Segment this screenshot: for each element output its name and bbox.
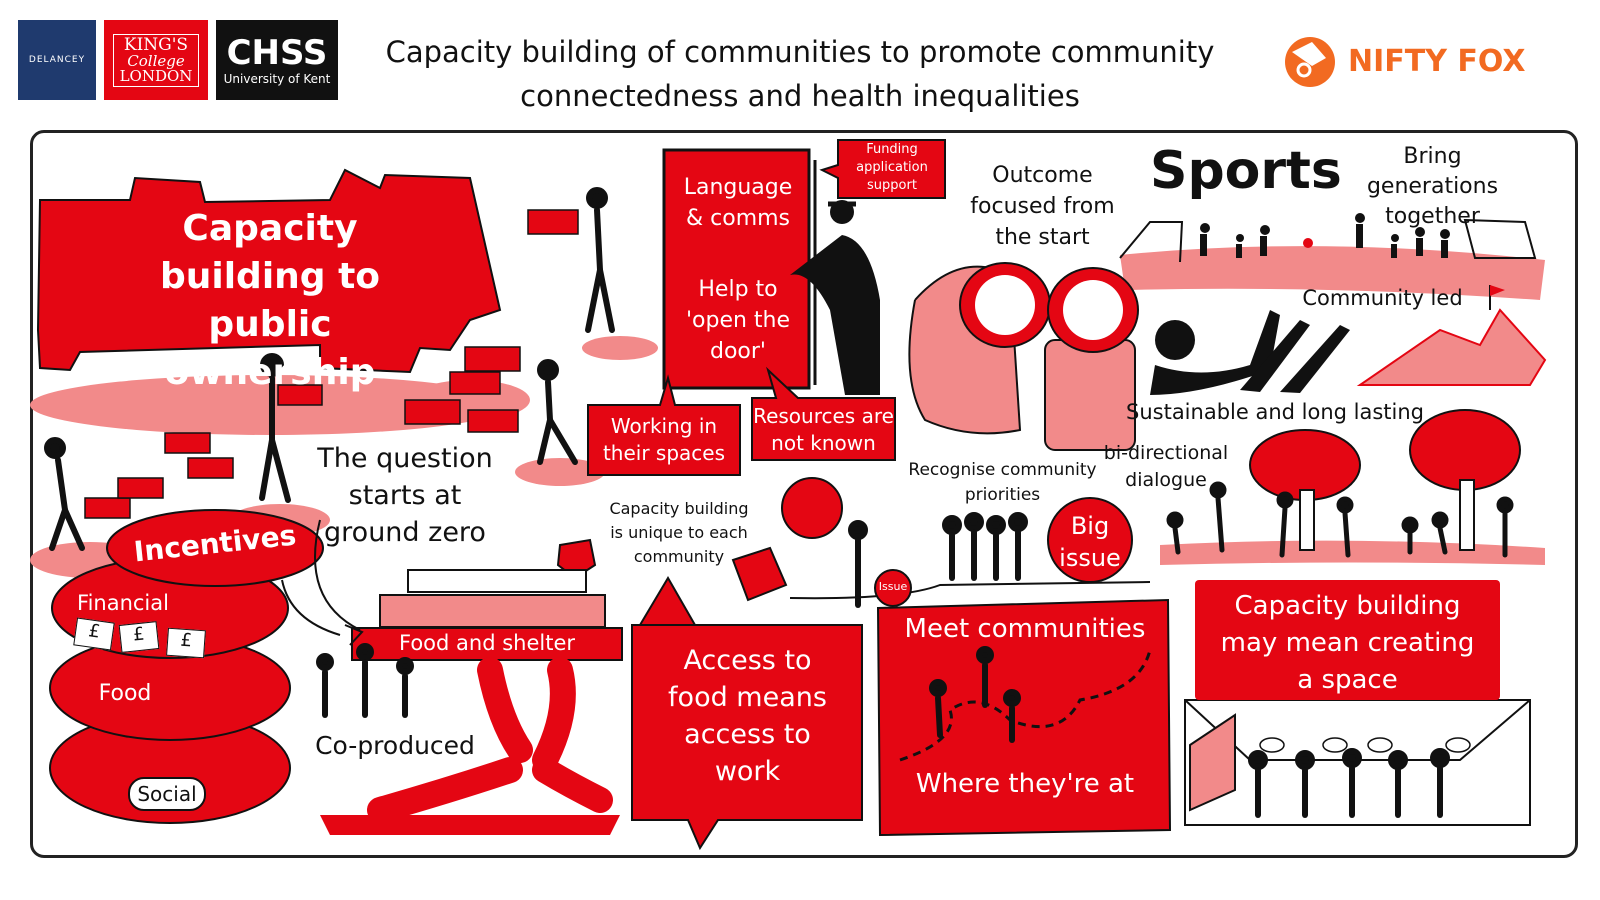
recognise-line-2: priorities bbox=[964, 485, 1041, 505]
outcome-line-1: Outcome bbox=[992, 163, 1093, 188]
pound-note: £ bbox=[166, 627, 206, 659]
unique-line-3: community bbox=[633, 547, 725, 566]
co-produced-label: Co-produced bbox=[315, 731, 475, 760]
illustration-frame bbox=[30, 130, 1578, 858]
bidirectional-line-2: dialogue bbox=[1125, 469, 1207, 491]
fox-icon bbox=[1285, 37, 1335, 87]
resources-bubble: Resources are not known bbox=[752, 403, 895, 457]
kings-college-logo: KING'S College LONDON bbox=[104, 20, 208, 100]
issue-label: Issue bbox=[878, 580, 908, 593]
access-bubble-text: Access to food means access to work bbox=[640, 642, 855, 790]
chss-logo-main: CHSS bbox=[226, 33, 328, 73]
big-issue-line-2: issue bbox=[1059, 544, 1121, 572]
resources-line-1: Resources are bbox=[753, 404, 894, 428]
access-line-3: access to bbox=[684, 719, 811, 750]
unique-line-1: Capacity building bbox=[609, 499, 749, 518]
where-label: Where they're at bbox=[915, 769, 1135, 799]
access-line-2: food means bbox=[668, 682, 827, 713]
title-line-1: Capacity building of communities to prom… bbox=[385, 35, 1215, 69]
space-line-2: may mean creating bbox=[1220, 628, 1475, 658]
recognise-text: Recognise community priorities bbox=[905, 458, 1100, 508]
kings-logo-line1: KING'S bbox=[123, 34, 189, 55]
kings-logo-line2: College bbox=[127, 51, 185, 70]
capacity-title-line-2: building to bbox=[159, 256, 381, 297]
resources-line-2: not known bbox=[771, 431, 876, 455]
chss-logo-sub: University of Kent bbox=[223, 72, 331, 86]
capacity-title-line-3: public ownership bbox=[164, 304, 376, 393]
door-top-line-1: Language bbox=[683, 175, 793, 200]
social-label: Social bbox=[128, 777, 206, 811]
working-line-2: their spaces bbox=[602, 441, 726, 465]
food-label: Food bbox=[98, 681, 152, 706]
working-bubble: Working in their spaces bbox=[590, 413, 738, 467]
pound-note: £ bbox=[73, 617, 115, 651]
space-line-1: Capacity building bbox=[1234, 591, 1461, 621]
nifty-fox-text: NIFTY FOX bbox=[1348, 44, 1526, 79]
bidirectional-line-1: bi-directional bbox=[1103, 442, 1229, 464]
question-line-2: starts at bbox=[348, 480, 462, 511]
generations-text: Bring generations together bbox=[1335, 142, 1530, 232]
big-issue-label: Big issue bbox=[1055, 510, 1125, 574]
sustainable-label: Sustainable and long lasting bbox=[1126, 400, 1424, 424]
delancey-logo-text: DELANCEY bbox=[28, 55, 86, 65]
access-line-1: Access to bbox=[683, 645, 812, 676]
unique-text: Capacity building is unique to each comm… bbox=[598, 497, 760, 569]
door-bottom-line-1: Help to bbox=[698, 277, 778, 302]
generations-line-1: Bring generations bbox=[1366, 144, 1499, 199]
question-line-1: The question bbox=[317, 443, 493, 474]
community-led-label: Community led bbox=[1302, 286, 1463, 310]
door-bottom-text: Help to 'open the door' bbox=[670, 274, 806, 367]
food-shelter-label: Food and shelter bbox=[398, 631, 575, 655]
space-text: Capacity building may mean creating a sp… bbox=[1200, 588, 1495, 699]
meet-communities-label: Meet communities bbox=[904, 614, 1146, 644]
funding-line-2: application bbox=[856, 160, 928, 175]
outcome-line-2: focused from bbox=[970, 194, 1115, 219]
outcome-line-3: the start bbox=[995, 225, 1090, 250]
outcome-text: Outcome focused from the start bbox=[960, 160, 1125, 253]
working-line-1: Working in bbox=[610, 414, 718, 438]
funding-bubble: Funding application support bbox=[840, 141, 944, 195]
door-bottom-line-2: 'open the bbox=[685, 308, 791, 333]
funding-line-1: Funding bbox=[866, 142, 918, 157]
kings-logo-line3: LONDON bbox=[119, 66, 193, 85]
sports-title: Sports bbox=[1150, 141, 1342, 201]
page-title: Capacity building of communities to prom… bbox=[360, 30, 1240, 118]
door-top-text: Language & comms bbox=[670, 172, 806, 234]
door-bottom-line-3: door' bbox=[710, 339, 766, 364]
access-line-4: work bbox=[714, 756, 781, 787]
door-top-line-2: & comms bbox=[685, 206, 791, 231]
chss-logo: CHSS University of Kent bbox=[216, 20, 338, 100]
unique-line-2: is unique to each bbox=[610, 523, 748, 542]
pound-note: £ bbox=[118, 621, 160, 653]
delancey-logo: DELANCEY bbox=[18, 20, 96, 100]
big-issue-line-1: Big bbox=[1070, 512, 1110, 540]
capacity-public-ownership-title: Capacity building to public ownership bbox=[110, 205, 430, 397]
bidirectional-text: bi-directional dialogue bbox=[1096, 440, 1236, 494]
generations-line-2: together bbox=[1385, 204, 1480, 229]
money-notes: £ £ £ bbox=[73, 615, 215, 660]
title-line-2: connectedness and health inequalities bbox=[520, 79, 1080, 113]
funding-line-3: support bbox=[867, 178, 917, 193]
space-line-3: a space bbox=[1297, 665, 1398, 695]
financial-label: Financial bbox=[77, 591, 169, 615]
question-text: The question starts at ground zero bbox=[305, 440, 505, 551]
capacity-title-line-1: Capacity bbox=[182, 208, 358, 249]
nifty-fox-logo: NIFTY FOX bbox=[1282, 32, 1562, 92]
recognise-line-1: Recognise community bbox=[908, 460, 1097, 480]
question-line-3: ground zero bbox=[324, 517, 486, 548]
